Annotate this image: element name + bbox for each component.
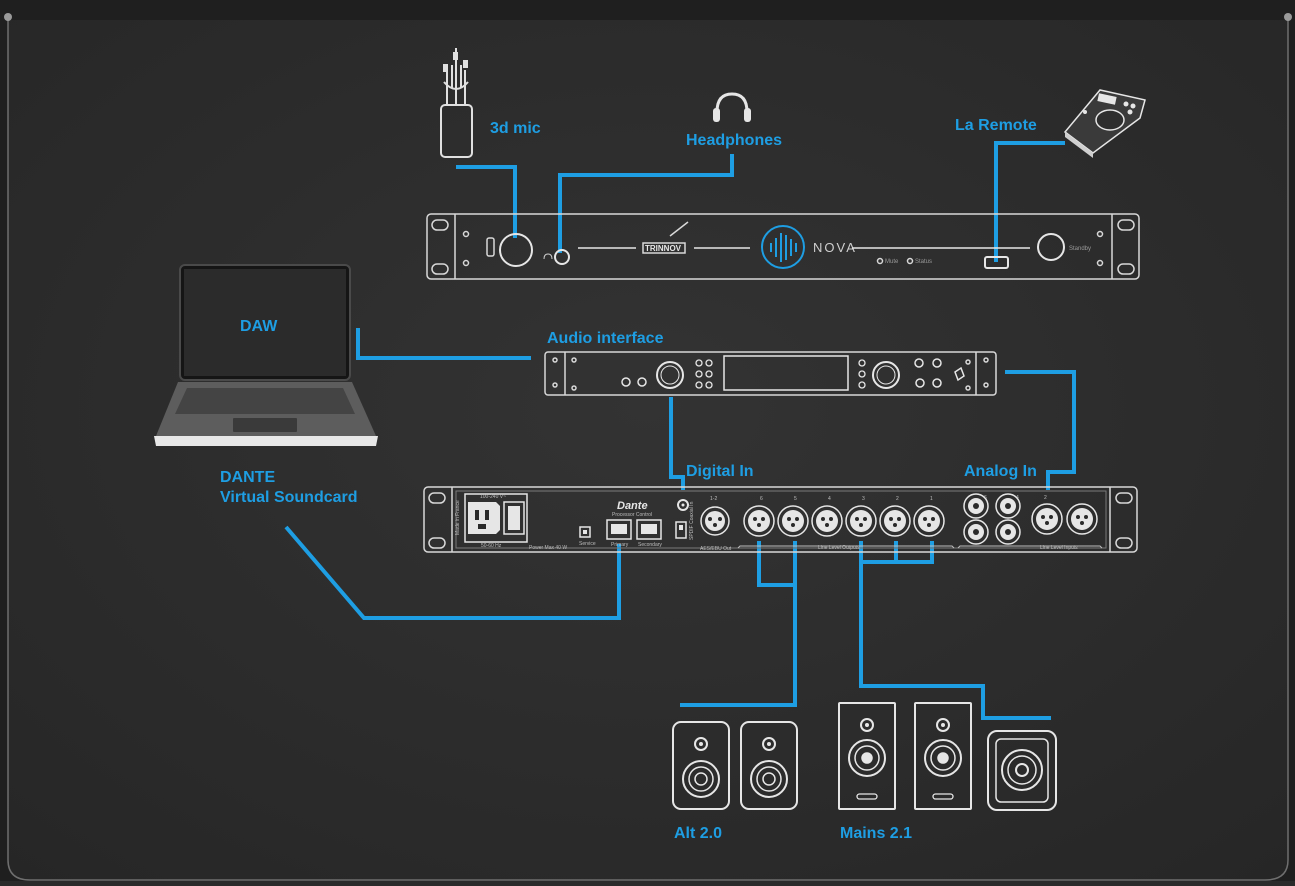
subwoofer-icon <box>987 730 1057 811</box>
nova-mute-label: Mute <box>885 259 899 265</box>
nova-status-label: Status <box>915 259 932 265</box>
headphones-icon <box>713 92 751 122</box>
speaker-icon <box>914 702 972 810</box>
wire-remote <box>994 141 1065 262</box>
out-number-6: 6 <box>760 496 763 502</box>
xlr-output-port <box>879 505 911 537</box>
out-number-1: 1 <box>930 496 933 502</box>
frequency-label: 50-60 Hz <box>481 543 502 549</box>
mic-icon <box>440 48 473 158</box>
remote-label: La Remote <box>955 117 1037 134</box>
combo-input-port <box>963 493 989 519</box>
spdif-port <box>677 499 689 511</box>
laptop-icon <box>154 264 378 446</box>
nova-logo-icon <box>770 233 797 262</box>
spdif-label: SPDIF Coaxial In <box>689 501 695 540</box>
speaker-icon <box>838 702 896 810</box>
xlr-output-port <box>845 505 877 537</box>
nova-brand: TRINNOV <box>645 244 682 253</box>
analog-in-label: Analog In <box>964 463 1037 480</box>
aes-pair-label: 1-2 <box>710 496 717 502</box>
alt-label: Alt 2.0 <box>674 825 722 842</box>
nova-name: NOVA <box>813 240 857 255</box>
xlr-input-port <box>1031 503 1063 535</box>
speaker-icon <box>740 721 798 810</box>
line-inputs-label: Line Level Inputs <box>1040 545 1078 551</box>
audio-interface-label: Audio interface <box>547 330 664 347</box>
combo-input-port <box>995 493 1021 519</box>
xlr-input-port <box>1066 503 1098 535</box>
wire-alt <box>680 541 797 707</box>
secondary-port <box>636 519 662 540</box>
dante-logo: Dante <box>617 500 648 512</box>
combo-input-port <box>995 519 1021 545</box>
frame-pin-right <box>1284 13 1292 21</box>
dante-sublabel: Virtual Soundcard <box>220 489 358 506</box>
wire-daw <box>356 328 531 360</box>
xlr-output-port <box>777 505 809 537</box>
frame-border <box>7 20 1289 881</box>
in-number-2: 2 <box>1044 495 1047 501</box>
voltage-label: 100-240 V~ <box>480 494 506 500</box>
power-inlet <box>464 493 528 543</box>
remote-icon <box>1063 89 1146 158</box>
line-outputs-label: Line Level Outputs <box>818 545 860 551</box>
wire-analog-in <box>1005 370 1076 490</box>
rear-panel: Made in France 100-240 V~ 50-60 Hz Power… <box>423 486 1138 553</box>
aes-port <box>700 506 730 536</box>
xlr-inputs <box>963 493 1098 545</box>
speaker-icon <box>672 721 730 810</box>
dante-label: DANTE <box>220 469 275 486</box>
xlr-outputs <box>743 505 945 537</box>
primary-port <box>606 519 632 540</box>
primary-label: Primary <box>611 542 629 548</box>
power-label: Power Max 40 W <box>529 545 567 551</box>
xlr-output-port <box>743 505 775 537</box>
out-number-4: 4 <box>828 496 831 502</box>
speakers-group <box>672 702 972 810</box>
daw-label: DAW <box>240 318 278 335</box>
nova-processor: TRINNOV NOVA Mute Status Standby <box>426 213 1140 280</box>
out-number-5: 5 <box>794 496 797 502</box>
combo-input-port <box>963 519 989 545</box>
wire-dante <box>284 525 621 620</box>
headphones-label: Headphones <box>686 132 782 149</box>
connection-wires <box>284 141 1076 720</box>
nova-standby-label: Standby <box>1069 246 1091 252</box>
mains-label: Mains 2.1 <box>840 825 912 842</box>
out-number-3: 3 <box>862 496 865 502</box>
audio-interface-unit <box>544 351 997 396</box>
out-number-2: 2 <box>896 496 899 502</box>
secondary-label: Secondary <box>638 542 662 548</box>
service-label: Service <box>579 541 596 547</box>
line-outputs: 6 5 4 3 2 1 <box>760 496 933 502</box>
wire-digital-in <box>669 397 685 490</box>
processor-control-label: Processor Control <box>612 512 652 518</box>
frame-pin-left <box>4 13 12 21</box>
aes-label: AES/EBU Out <box>700 546 732 552</box>
mic-label: 3d mic <box>490 120 541 137</box>
service-port <box>579 526 591 538</box>
xlr-output-port <box>811 505 843 537</box>
made-in-label: Made in France <box>455 500 461 535</box>
xlr-output-port <box>913 505 945 537</box>
digital-in-label: Digital In <box>686 463 754 480</box>
